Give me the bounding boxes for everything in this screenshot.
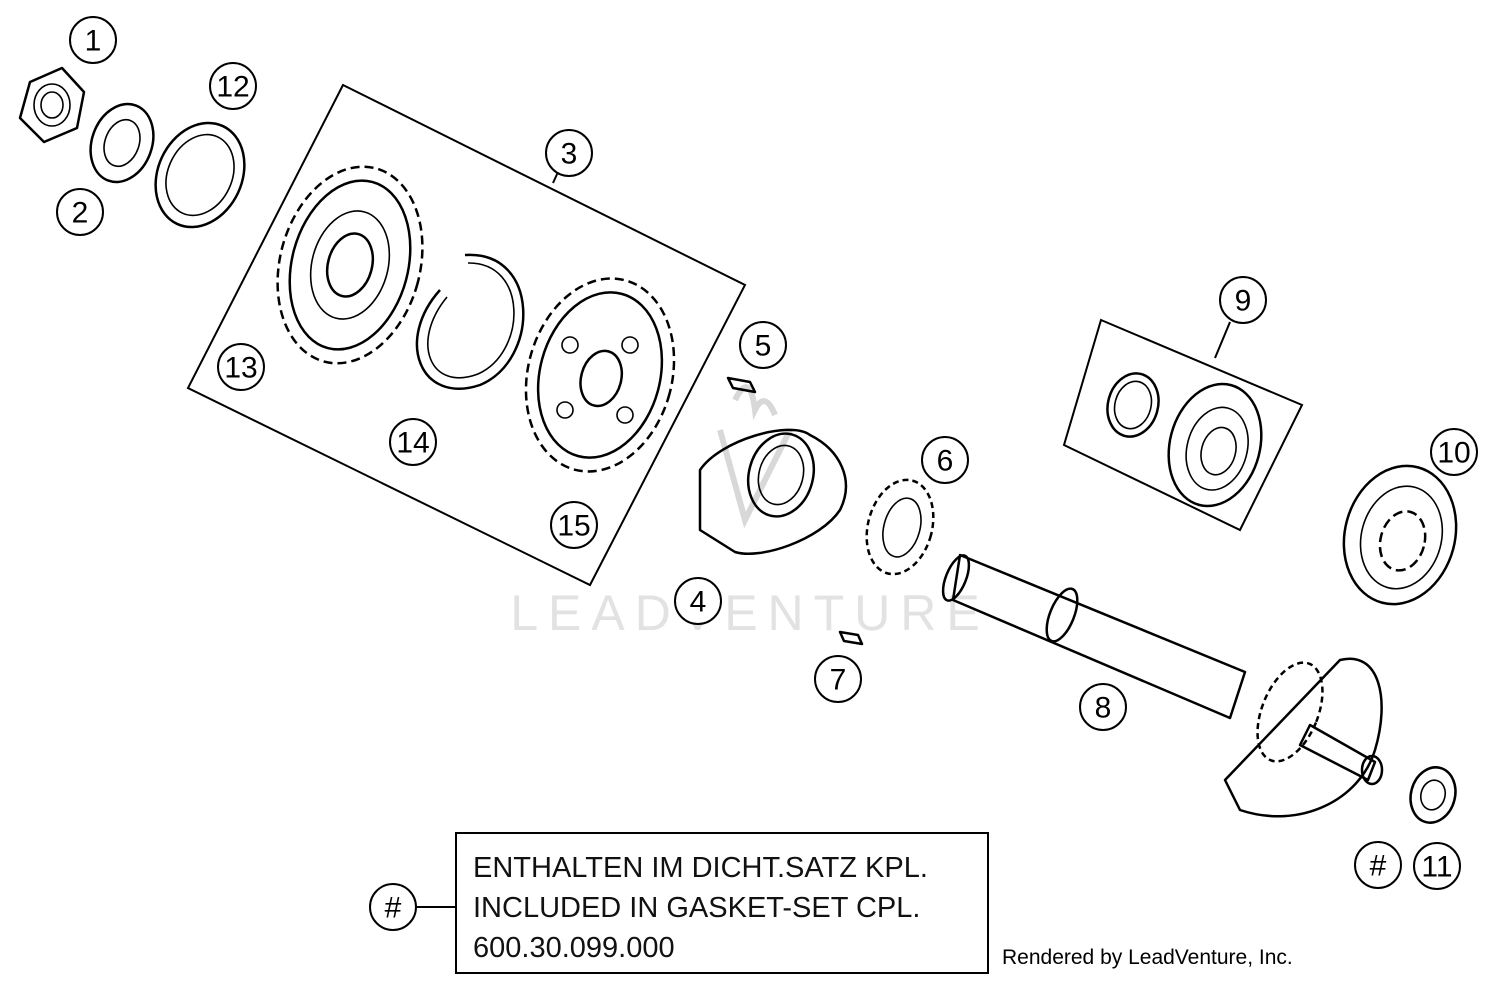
svg-text:12: 12 — [216, 71, 249, 104]
callout-8: 8 — [1079, 683, 1127, 731]
kit-box-3 — [186, 83, 747, 587]
watermark-text: LEADVENTURE — [510, 585, 990, 641]
svg-text:4: 4 — [690, 586, 707, 619]
svg-text:5: 5 — [755, 330, 772, 363]
note-line-german: ENTHALTEN IM DICHT.SATZ KPL. — [473, 852, 928, 884]
svg-text:8: 8 — [1095, 692, 1112, 725]
callout-2: 2 — [56, 188, 104, 236]
svg-text:#: # — [1370, 850, 1387, 883]
callout-7: 7 — [814, 655, 862, 703]
callout-9: 9 — [1219, 276, 1267, 324]
small-seal-part — [1409, 766, 1457, 824]
leader-9 — [1214, 321, 1231, 359]
note-part-number: 600.30.099.000 — [473, 932, 675, 964]
callout-3: 3 — [545, 129, 593, 177]
svg-text:6: 6 — [937, 445, 954, 478]
circlip-part — [415, 253, 525, 390]
svg-text:14: 14 — [396, 427, 429, 460]
callout-hash-11: # — [1354, 841, 1402, 889]
washer-part — [89, 102, 155, 184]
callout-11: 11 — [1413, 842, 1461, 890]
hex-nut-part — [18, 66, 86, 144]
callout-13: 13 — [217, 343, 265, 391]
callout-10: 10 — [1430, 428, 1478, 476]
needle-bearing-part — [865, 478, 935, 576]
callout-14: 14 — [389, 418, 437, 466]
small-key-part — [838, 630, 864, 646]
small-gear-part — [524, 277, 676, 473]
balancer-weight-part — [698, 428, 848, 555]
watermark: LEADVENTURE — [510, 384, 990, 641]
roller-bearing-part — [1342, 464, 1458, 606]
svg-text:1: 1 — [85, 25, 102, 58]
callout-hash-note: # — [369, 883, 417, 931]
svg-text:11: 11 — [1421, 851, 1452, 884]
svg-text:9: 9 — [1235, 285, 1252, 318]
large-gear-part — [276, 165, 424, 365]
callout-12: 12 — [209, 62, 257, 110]
callout-15: 15 — [550, 501, 598, 549]
svg-text:3: 3 — [561, 138, 578, 171]
shim-ring-part — [154, 121, 246, 229]
callout-6: 6 — [921, 436, 969, 484]
note-line-english: INCLUDED IN GASKET-SET CPL. — [473, 892, 921, 924]
kit-box-9 — [1062, 318, 1304, 532]
callout-1: 1 — [69, 16, 117, 64]
callout-4: 4 — [674, 577, 722, 625]
balancer-shaft-part — [941, 553, 1384, 818]
svg-text:15: 15 — [557, 510, 590, 543]
svg-text:#: # — [385, 892, 402, 925]
svg-text:7: 7 — [830, 664, 847, 697]
svg-text:13: 13 — [224, 352, 257, 385]
svg-text:2: 2 — [72, 197, 89, 230]
bearing-kit-part — [1106, 372, 1263, 508]
key-part — [726, 376, 757, 394]
svg-text:10: 10 — [1437, 437, 1470, 470]
gasket-set-note: ENTHALTEN IM DICHT.SATZ KPL. INCLUDED IN… — [455, 832, 989, 974]
callout-5: 5 — [739, 321, 787, 369]
render-credit: Rendered by LeadVenture, Inc. — [1002, 946, 1293, 969]
